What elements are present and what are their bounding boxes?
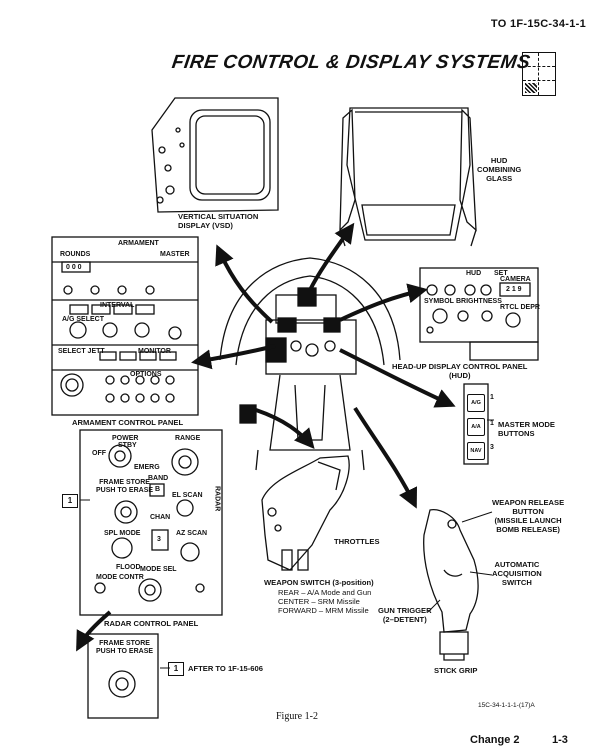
frame-store-lower-drawing	[87, 633, 159, 719]
armament-monitor: MONITOR	[138, 348, 171, 355]
hud-glass-drawing	[339, 107, 477, 247]
radar-flood: FLOOD	[116, 564, 141, 571]
hud-panel-label: HEAD-UP DISPLAY CONTROL PANEL (HUD)	[392, 362, 528, 380]
hud-panel-brightness: BRIGHTNESS	[456, 298, 502, 305]
hud-panel-set: SET	[494, 270, 508, 277]
radar-stby: STBY	[118, 442, 137, 449]
hud-panel-camera: CAMERA	[500, 276, 531, 283]
radar-band: BAND	[148, 475, 169, 482]
frame-store-lower-label: FRAME STORE PUSH TO ERASE	[96, 640, 154, 656]
figure-caption: Figure 1-2	[276, 711, 318, 722]
after-to-label: AFTER TO 1F-15-606	[188, 664, 263, 673]
radar-el-scan: EL SCAN	[172, 492, 203, 499]
armament-header: ARMAMENT	[118, 240, 159, 247]
throttles-label: THROTTLES	[334, 537, 380, 546]
radar-panel-drawing	[79, 429, 223, 616]
armament-counter: 0 0 0	[66, 264, 82, 271]
radar-mode-contr: MODE CONTR	[96, 574, 144, 581]
radar-spl-mode: SPL MODE	[104, 530, 141, 537]
cockpit-drawing	[219, 257, 401, 471]
page-number: 1-3	[552, 734, 568, 746]
hud-glass-label: HUD COMBINING GLASS	[477, 156, 522, 183]
radar-power: POWER	[112, 435, 139, 442]
master-mode-digit-2: 1	[490, 420, 494, 427]
hud-panel-hud: HUD	[466, 270, 482, 277]
master-mode-digit-3: 3	[490, 444, 494, 451]
armament-interval: INTERVAL	[100, 302, 135, 309]
stick-grip-label: STICK GRIP	[434, 666, 478, 675]
gun-trigger-label: GUN TRIGGER (2–DETENT)	[378, 606, 432, 624]
vsd-drawing	[151, 97, 279, 213]
page-index-box	[522, 52, 556, 96]
master-mode-label: MASTER MODE BUTTONS	[498, 420, 555, 438]
master-mode-aa-button[interactable]: A/A	[467, 418, 485, 436]
document-number: TO 1F-15C-34-1-1	[490, 18, 586, 30]
armament-select-jett: SELECT JETT	[58, 348, 105, 355]
hud-panel-rtcl-depr: RTCL DEPR	[500, 304, 540, 311]
master-mode-digit-1: 1	[490, 394, 494, 401]
figure-code: 15C-34-1-1-1-(17)A	[478, 702, 535, 709]
master-mode-ag-button[interactable]: A/G	[467, 394, 485, 412]
radar-off: OFF	[92, 450, 106, 457]
throttles-drawing	[261, 455, 350, 571]
armament-rounds: ROUNDS	[60, 251, 91, 258]
radar-mode-sel: MODE SEL	[140, 566, 177, 573]
armament-panel-drawing	[51, 236, 199, 416]
radar-chan: CHAN	[150, 514, 171, 521]
hud-panel-readout: 2 1 9	[506, 286, 522, 293]
auto-acq-label: AUTOMATIC ACQUISITION SWITCH	[492, 560, 542, 587]
change-label: Change 2	[470, 734, 520, 746]
weapon-release-label: WEAPON RELEASE BUTTON (MISSILE LAUNCH BO…	[492, 498, 565, 534]
armament-ag-select: A/G SELECT	[62, 316, 105, 323]
weapon-switch-title: WEAPON SWITCH (3-position)	[264, 578, 374, 587]
hud-panel-symbol: SYMBOL	[424, 298, 454, 305]
radar-emerg: EMERG	[134, 464, 160, 471]
master-mode-nav-button[interactable]: NAV	[467, 442, 485, 460]
weapon-switch-lines: REAR – A/A Mode and Gun CENTER – SRM Mis…	[278, 588, 372, 615]
radar-band-value: B	[155, 486, 161, 493]
after-to-marker: 1	[168, 662, 184, 676]
master-mode-drawing	[463, 383, 489, 465]
armament-master: MASTER	[160, 251, 190, 258]
stick-grip-drawing	[423, 509, 479, 661]
radar-range: RANGE	[175, 435, 201, 442]
radar-az-scan: AZ SCAN	[176, 530, 208, 537]
radar-chan-value: 3	[157, 536, 161, 543]
armament-panel-label: ARMAMENT CONTROL PANEL	[72, 418, 184, 427]
radar-panel-label: RADAR CONTROL PANEL	[104, 619, 199, 628]
radar-radar-vertical: RADAR	[213, 486, 221, 512]
side-marker: 1	[62, 494, 78, 508]
armament-options: OPTIONS	[130, 371, 162, 378]
hud-panel-drawing	[419, 267, 539, 361]
vsd-label: VERTICAL SITUATION DISPLAY (VSD)	[178, 212, 259, 230]
radar-frame-store: FRAME STORE PUSH TO ERASE	[96, 479, 154, 495]
